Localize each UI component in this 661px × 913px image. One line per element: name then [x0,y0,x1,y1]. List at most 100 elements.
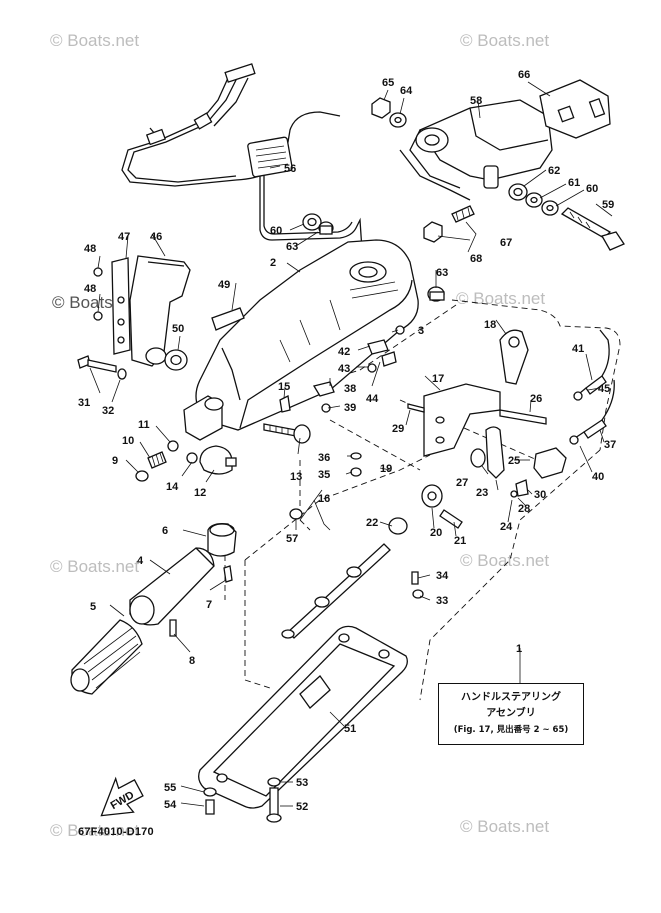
label-52: 52 [296,801,308,813]
cap-22 [388,517,408,535]
label-9: 9 [112,455,118,467]
cable-end-45 [573,391,583,401]
label-8: 8 [189,655,195,667]
washer-32 [117,368,127,380]
label-53: 53 [296,777,308,789]
label-60b: 60 [586,183,598,195]
bolt-59 [560,207,625,251]
screw-57 [289,508,303,520]
screw-34 [411,571,419,585]
label-18: 18 [484,319,496,331]
label-17: 17 [432,373,444,385]
part-labels: 1 2 3 4 5 6 7 8 9 10 11 12 13 14 15 16 1… [78,69,616,813]
label-60a: 60 [270,225,282,237]
label-32: 32 [102,405,114,417]
washer-35 [350,467,362,477]
label-4: 4 [137,555,144,567]
nut-65 [371,97,391,119]
grip-6 [207,522,237,557]
clip-38 [312,381,335,397]
screw-48a [93,267,103,277]
label-42: 42 [338,346,350,358]
label-19: 19 [380,463,392,475]
label-3: 3 [418,325,424,337]
label-2: 2 [270,257,276,269]
label-64: 64 [400,85,413,97]
callout-line3: (Fig. 17, 見出番号 2 ~ 65) [453,725,569,735]
label-49: 49 [218,279,230,291]
assembly-outline [224,299,621,730]
handle-arm-housing-2 [195,239,419,431]
cable-end-40 [569,435,579,445]
watermark-top-left: © Boats.net [50,31,139,50]
screw-8 [169,619,177,637]
label-58: 58 [470,95,482,107]
washer-27 [470,448,486,468]
pin-26 [499,409,547,425]
assembly-callout-box: ハンドルステアリング アセンブリ (Fig. 17, 見出番号 2 ~ 65) [438,683,584,745]
label-48b: 48 [84,283,96,295]
decal-49 [211,307,245,331]
label-30: 30 [534,489,546,501]
screw-43 [367,363,377,373]
label-28: 28 [518,503,530,515]
screw-54 [205,799,215,815]
watermark-bottom-left: © Boats.net [50,821,139,840]
label-23: 23 [476,487,488,499]
callout-line2: アセンブリ [486,708,536,719]
label-50: 50 [172,323,184,335]
spring-30 [515,479,529,497]
grip-5 [70,619,143,695]
leader-lines [89,81,613,807]
label-13: 13 [290,471,302,483]
label-68: 68 [470,253,482,265]
label-6: 6 [162,525,168,537]
handle-shaft [183,395,224,441]
screw-29 [407,403,425,413]
label-10: 10 [122,435,134,447]
fwd-arrow-icon: FWD [100,776,144,817]
nut-9 [135,470,149,482]
washer-55 [203,787,217,797]
clip-44 [381,351,397,367]
label-66: 66 [518,69,530,81]
label-44: 44 [366,393,379,405]
bracket-17 [423,383,501,457]
shift-rod [281,543,391,639]
bolt-52 [266,787,282,823]
shift-cable [599,329,615,421]
label-39: 39 [344,402,356,414]
screw-48b [93,311,103,321]
washer-64 [389,112,407,128]
base-plate-51 [198,625,408,809]
label-63b: 63 [436,267,448,279]
washer-36 [350,452,362,460]
label-40: 40 [592,471,604,483]
label-1: 1 [516,643,522,655]
watermark-bottom-right: © Boats.net [460,817,549,836]
label-33: 33 [436,595,448,607]
watermark-lower-left: © Boats.net [50,557,139,576]
label-63a: 63 [286,241,298,253]
label-5: 5 [90,601,96,613]
label-15: 15 [278,381,290,393]
collar-20 [421,484,443,508]
label-14: 14 [166,481,179,493]
bolt-13 [263,423,311,444]
nut-14 [186,452,198,464]
label-51: 51 [344,723,356,735]
watermark-mid-right: © Boats.net [456,289,545,308]
label-34: 34 [436,570,449,582]
washer-53 [267,777,281,787]
bracket-58 [399,99,553,201]
spring-21 [439,509,463,529]
ball-11 [167,440,179,452]
bolt-31 [77,355,117,373]
label-22: 22 [366,517,378,529]
washer-62 [508,183,528,201]
label-56: 56 [284,163,296,175]
lever-18 [499,329,529,385]
label-24: 24 [500,521,513,533]
clamp-42 [367,339,389,355]
